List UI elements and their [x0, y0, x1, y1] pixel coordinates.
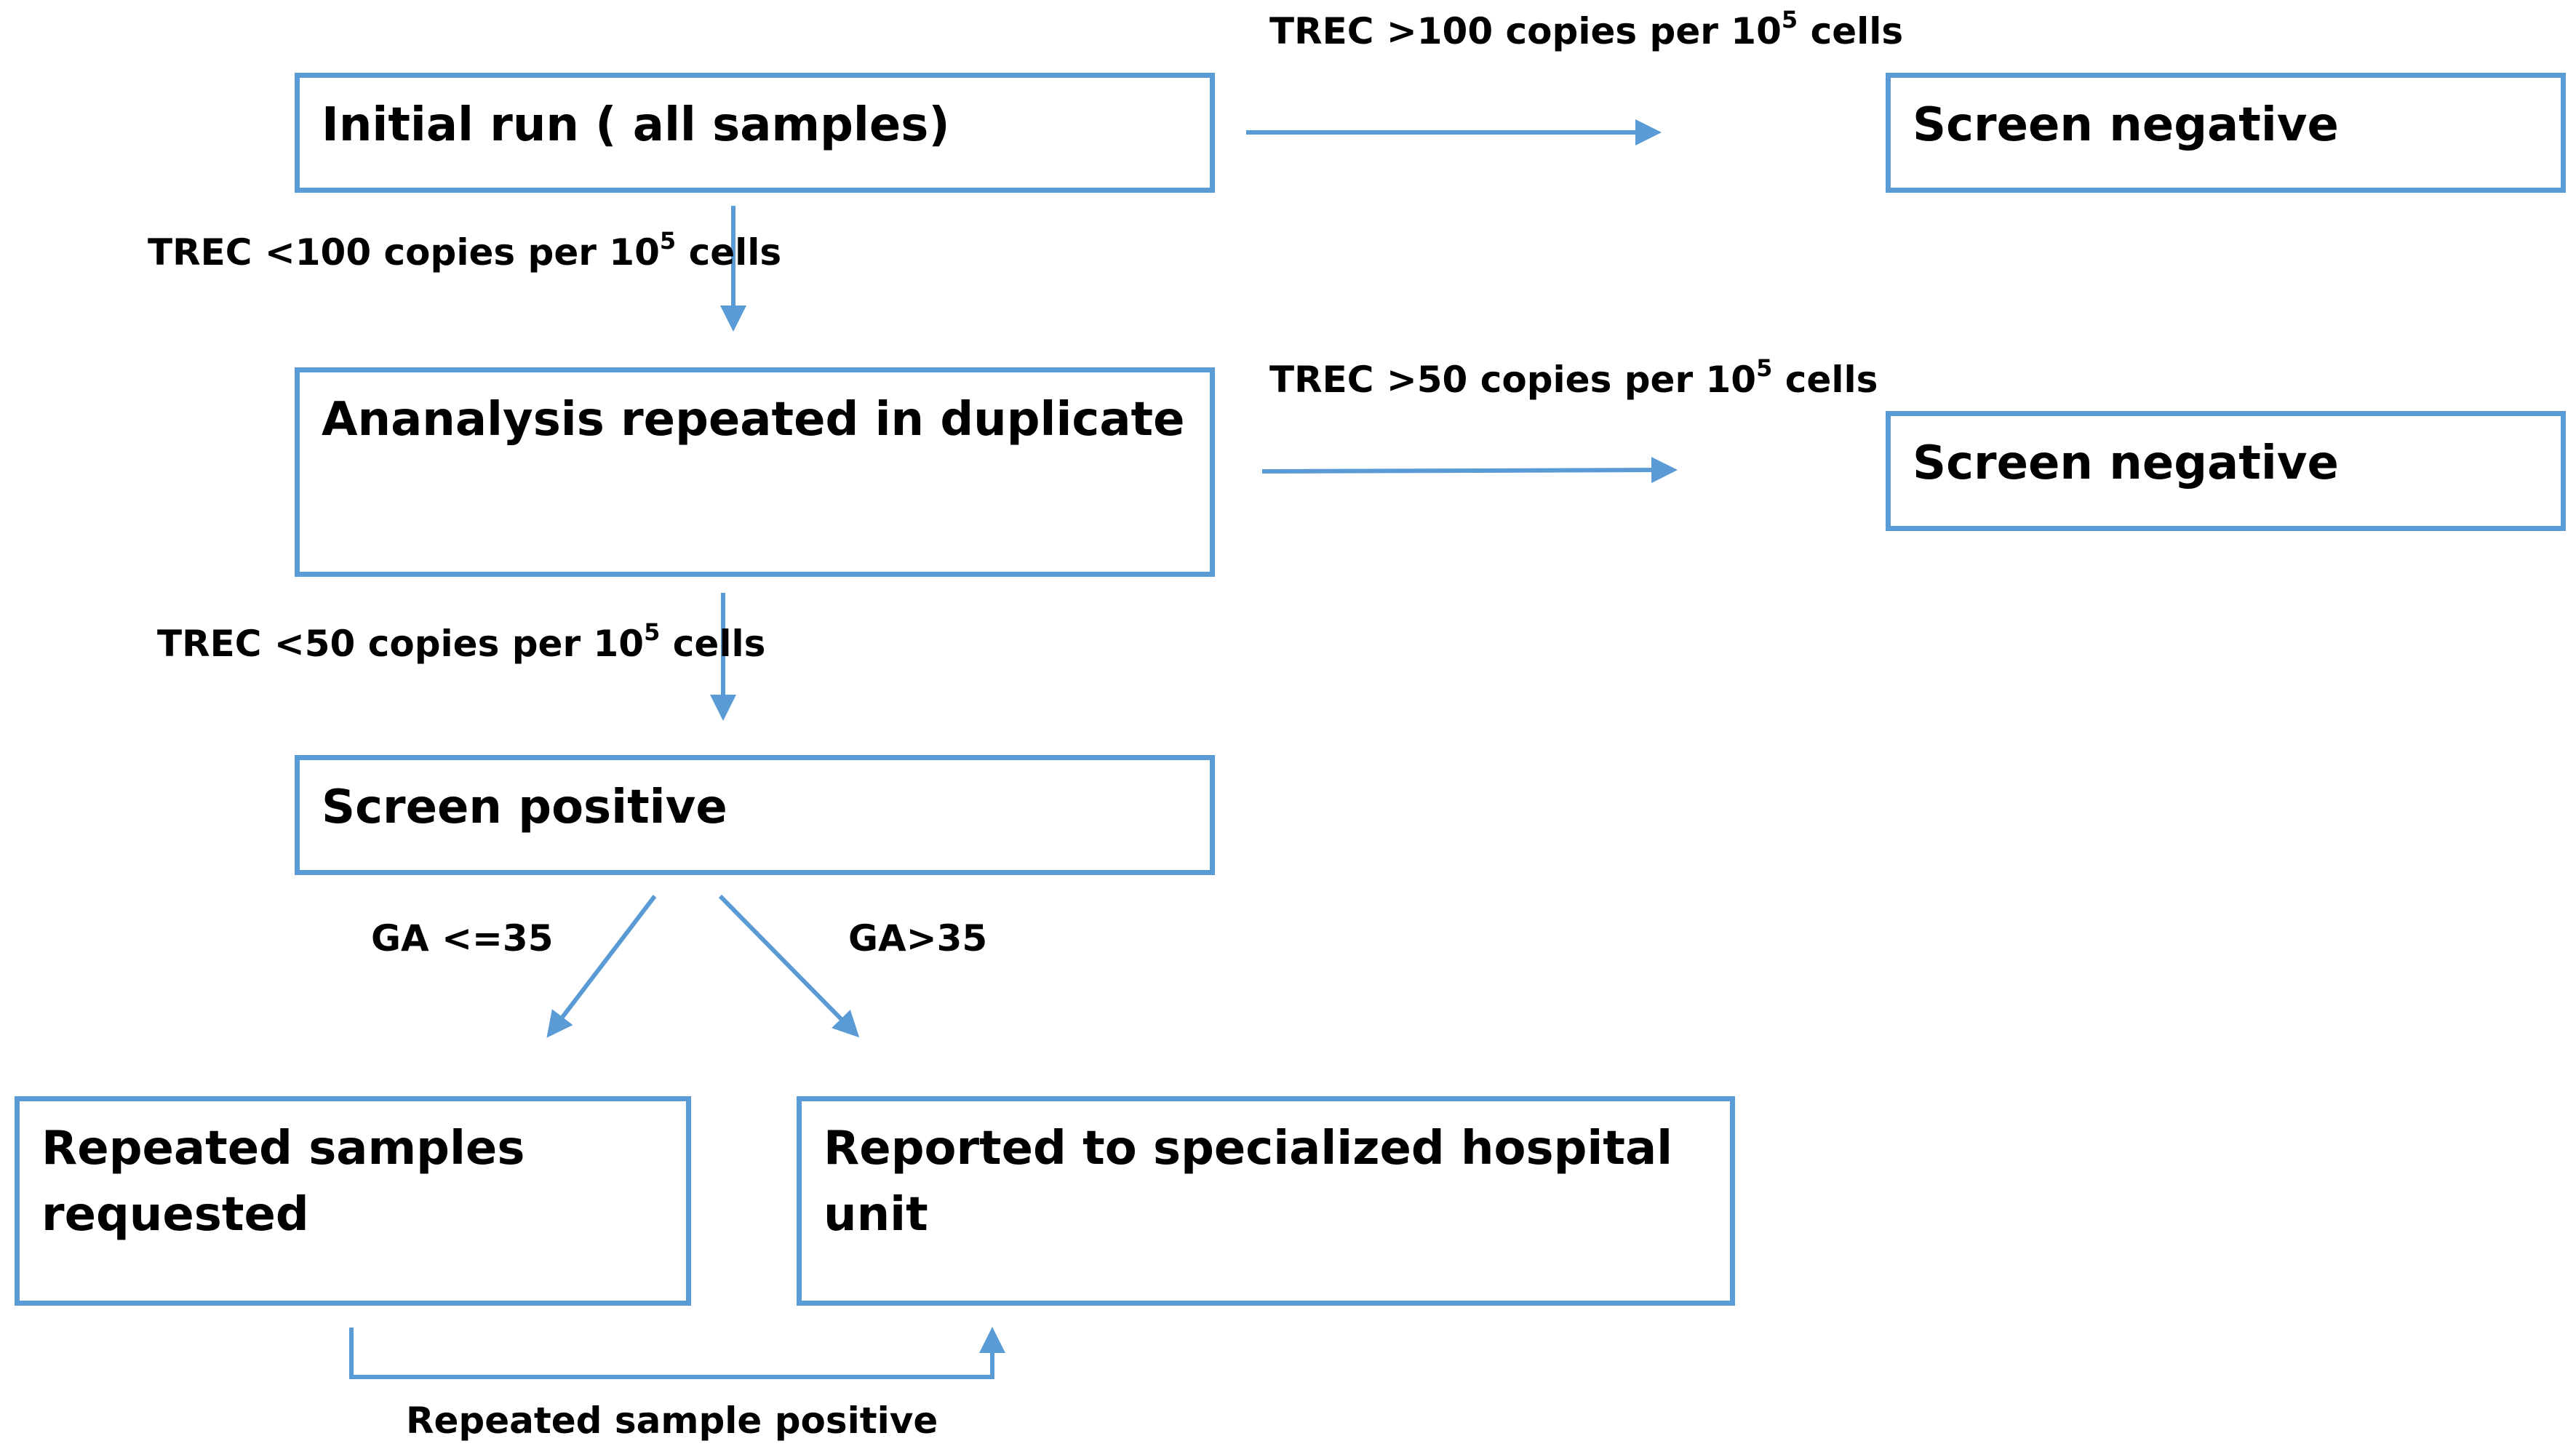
reported-hospital-text: Reported to specialized hospital unit — [824, 1122, 1673, 1242]
label-trec-lt-100: TREC <100 copies per 105 cells — [148, 227, 782, 274]
label-trec-lt-50: TREC <50 copies per 105 cells — [157, 618, 766, 665]
arrow-positive-to-reported — [718, 894, 860, 1038]
screen-negative-text-2: Screen negative — [1913, 436, 2339, 490]
label-ga-gt-35: GA>35 — [848, 917, 988, 959]
reported-hospital-box: Reported to specialized hospital unit — [797, 1096, 1735, 1306]
label-trec-gt-100: TREC >100 copies per 105 cells — [1269, 6, 1904, 52]
analysis-repeated-box: Ananalysis repeated in duplicate — [295, 367, 1215, 577]
screen-positive-text: Screen positive — [322, 781, 727, 834]
screen-positive-box: Screen positive — [295, 755, 1215, 875]
arrow-repeated-to-reported — [349, 1327, 1005, 1379]
screen-negative-box-2: Screen negative — [1886, 411, 2566, 531]
arrow-positive-to-repeated — [546, 895, 657, 1038]
analysis-repeated-text: Ananalysis repeated in duplicate — [322, 393, 1185, 447]
repeated-samples-text: Repeated samples requested — [41, 1122, 525, 1242]
label-trec-gt-50: TREC >50 copies per 105 cells — [1269, 354, 1878, 401]
repeated-samples-box: Repeated samples requested — [15, 1096, 691, 1306]
label-repeated-positive: Repeated sample positive — [406, 1400, 938, 1442]
screen-negative-box-1: Screen negative — [1886, 73, 2566, 193]
label-ga-le-35: GA <=35 — [371, 917, 554, 959]
initial-run-text: Initial run ( all samples) — [322, 98, 950, 152]
arrow-analysis-to-negative — [1261, 457, 1678, 484]
initial-run-box: Initial run ( all samples) — [295, 73, 1215, 193]
screen-negative-text-1: Screen negative — [1913, 98, 2339, 152]
